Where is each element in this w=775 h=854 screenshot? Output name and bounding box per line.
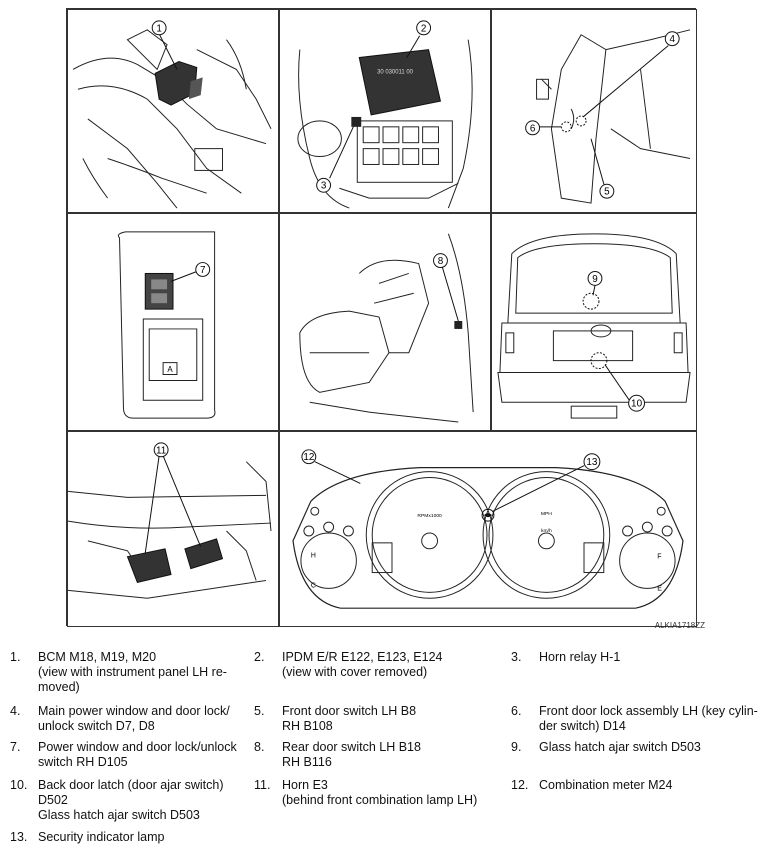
legend-num: 1. <box>10 650 21 664</box>
figure-code: ALKIA1718ZZ <box>654 621 705 630</box>
panel-bcm: 1 <box>67 9 279 213</box>
temp-c-label: C <box>311 582 316 589</box>
combination-meter-illustration: RPMx1000 MPH km/h H C F E 12 13 <box>292 449 684 609</box>
callout-10 <box>628 394 645 412</box>
fuel-f-label: F <box>657 554 661 561</box>
callout-13 <box>583 453 601 471</box>
legend-num: 11. <box>254 778 271 792</box>
callout-1-label: 1 <box>156 23 162 34</box>
panel-rear-door: 8 <box>279 213 491 431</box>
callout-5 <box>599 183 615 199</box>
legend-num: 5. <box>254 704 265 718</box>
ipdm-label: 30 030011 00 <box>377 69 414 75</box>
switch-a-label: A <box>167 365 173 374</box>
fuel-e-label: E <box>657 585 662 592</box>
callout-11-label: 11 <box>156 445 167 456</box>
callout-10-label: 10 <box>631 399 643 410</box>
panel-window-switch: A 7 <box>67 213 279 431</box>
callout-1 <box>151 20 167 36</box>
callout-12 <box>301 449 317 465</box>
callout-4 <box>664 31 680 47</box>
callout-9 <box>587 271 603 286</box>
security-indicator-lamp <box>481 508 495 522</box>
callout-13-label: 13 <box>586 457 598 468</box>
callout-6-label: 6 <box>530 123 536 134</box>
door-illustration: 4 5 6 <box>525 29 691 204</box>
rear-door-illustration: 8 <box>299 233 474 423</box>
callout-4-label: 4 <box>669 34 675 45</box>
callout-3 <box>316 177 332 193</box>
horn-relay <box>351 116 362 127</box>
horn-left <box>126 548 172 584</box>
legend-num: 9. <box>511 740 522 754</box>
horn-illustration: 11 <box>68 442 272 599</box>
legend-num: 10. <box>10 778 28 792</box>
back-door-illustration: 9 10 <box>497 233 691 419</box>
legend-num: 4. <box>10 704 21 718</box>
callout-2-label: 2 <box>421 23 427 34</box>
bcm-illustration: 1 <box>72 20 272 209</box>
legend-num: 8. <box>254 740 265 754</box>
callout-8 <box>433 253 448 269</box>
callout-11 <box>153 442 169 458</box>
mph-label: MPH <box>541 511 552 517</box>
ipdm-unit <box>358 49 442 116</box>
tach-label: RPMx1000 <box>417 513 442 519</box>
callout-2 <box>416 20 432 36</box>
kmh-label: km/h <box>541 528 552 534</box>
temp-h-label: H <box>311 553 316 560</box>
callout-5-label: 5 <box>604 187 610 198</box>
ipdm-illustration: 30 030011 00 2 3 <box>297 20 473 209</box>
callout-3-label: 3 <box>321 181 327 192</box>
panel-ipdm: 30 030011 00 2 3 <box>279 9 491 213</box>
window-switch-illustration: A 7 <box>117 231 216 419</box>
callout-9-label: 9 <box>592 274 598 285</box>
panel-door: 4 5 6 <box>491 9 697 213</box>
legend-num: 12. <box>511 778 529 792</box>
callout-6 <box>525 120 541 136</box>
legend-num: 3. <box>511 650 522 664</box>
component-location-figure: 1 30 030011 00 2 <box>66 8 697 627</box>
callout-7-label: 7 <box>200 265 206 276</box>
legend-num: 6. <box>511 704 522 718</box>
legend-num: 7. <box>10 740 21 754</box>
horn-right <box>184 538 224 570</box>
callout-8-label: 8 <box>438 256 444 267</box>
legend-num: 13. <box>10 830 28 844</box>
power-window-switch <box>144 272 174 310</box>
rear-door-switch <box>454 321 463 329</box>
panel-combination-meter: RPMx1000 MPH km/h H C F E 12 13 <box>279 431 697 627</box>
panel-back-door: 9 10 <box>491 213 697 431</box>
panel-horn: 11 <box>67 431 279 627</box>
callout-12-label: 12 <box>303 452 314 463</box>
callout-7 <box>195 262 211 277</box>
legend-num: 2. <box>254 650 265 664</box>
